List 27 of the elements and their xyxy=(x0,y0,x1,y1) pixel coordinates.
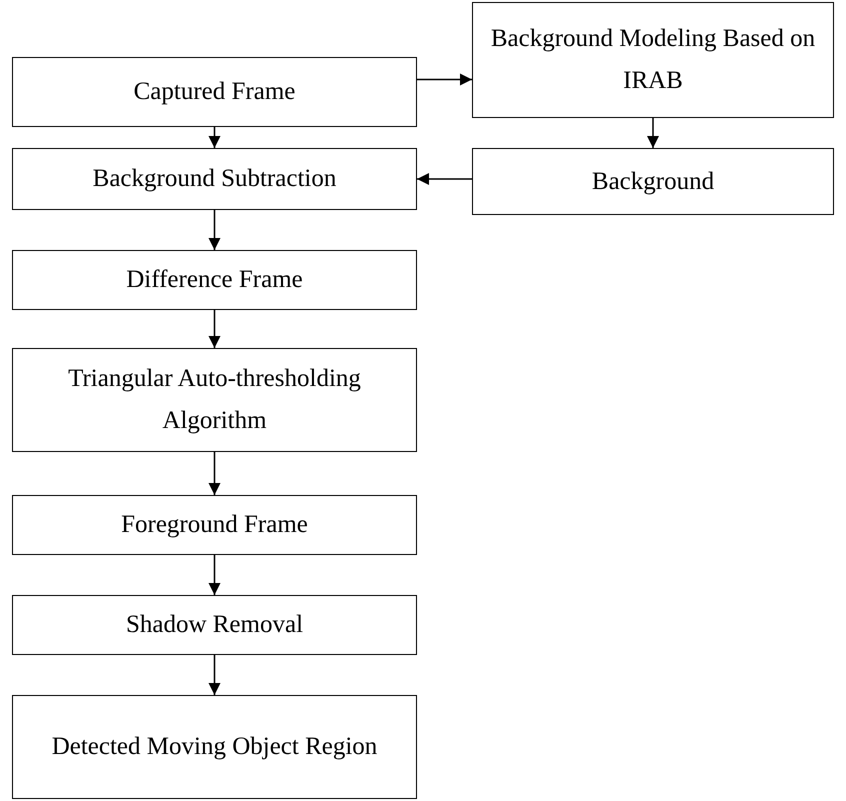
process-box xyxy=(472,148,834,215)
process-box xyxy=(12,695,417,799)
box-label: Background Subtraction xyxy=(92,164,336,194)
box-label: Background Modeling Based on IRAB xyxy=(490,24,816,96)
process-box xyxy=(12,57,417,127)
arrow xyxy=(417,74,472,86)
box-label: Difference Frame xyxy=(126,265,303,295)
process-box xyxy=(12,148,417,210)
arrow xyxy=(208,555,220,595)
arrow xyxy=(208,127,220,148)
process-box xyxy=(472,2,834,118)
arrow xyxy=(417,173,472,185)
process-box xyxy=(12,595,417,655)
arrow xyxy=(208,210,220,250)
box-label: Background xyxy=(592,166,714,196)
process-box xyxy=(12,495,417,555)
box-label: Shadow Removal xyxy=(126,610,304,640)
arrow xyxy=(208,452,220,495)
arrow xyxy=(647,118,659,148)
process-box xyxy=(12,250,417,310)
box-label: Triangular Auto-thresholding Algorithm xyxy=(67,364,362,436)
box-label: Foreground Frame xyxy=(121,510,308,540)
arrow xyxy=(208,310,220,348)
box-label: Captured Frame xyxy=(134,77,296,107)
process-box xyxy=(12,348,417,452)
box-label: Detected Moving Object Region xyxy=(52,732,378,762)
arrow xyxy=(208,655,220,695)
